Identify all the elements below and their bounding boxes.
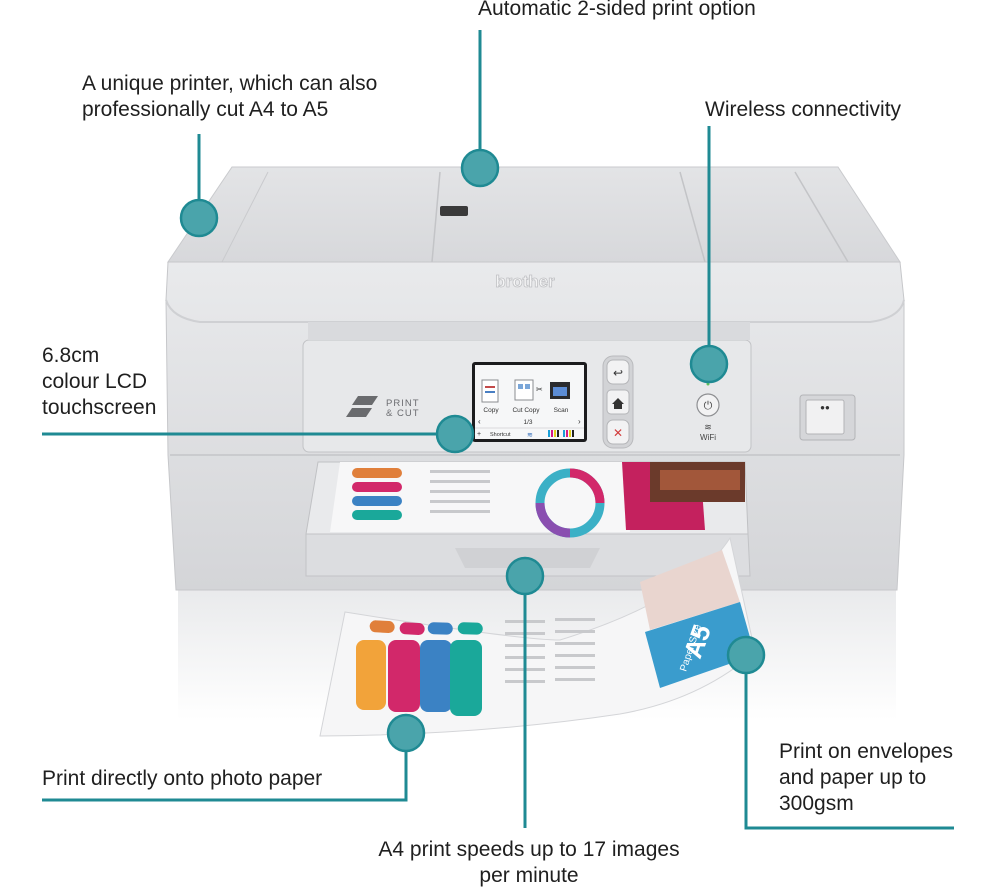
callout-lines bbox=[42, 30, 954, 830]
dot-cutter bbox=[179, 198, 219, 238]
dot-envelopes bbox=[726, 635, 766, 675]
lcd-shortcut[interactable]: Shortcut bbox=[490, 432, 511, 438]
svg-text:& CUT: & CUT bbox=[386, 408, 420, 419]
lcd-touchscreen[interactable]: ✂ Copy Cut Copy Scan ‹ › 1/3 + Shortcut … bbox=[472, 362, 587, 442]
dot-duplex bbox=[460, 148, 500, 188]
lid-latch bbox=[440, 206, 468, 216]
svg-text:PRINT: PRINT bbox=[386, 398, 420, 409]
lcd-app-cut-copy: Cut Copy bbox=[512, 407, 540, 414]
lcd-prev-arrow[interactable]: ‹ bbox=[478, 417, 481, 426]
printer-top-lid bbox=[167, 166, 901, 263]
wifi-label: WiFi bbox=[700, 433, 716, 442]
ink-drop-icon: ●● bbox=[820, 403, 830, 412]
lcd-app-copy: Copy bbox=[483, 407, 499, 414]
printed-document bbox=[330, 462, 745, 538]
callout-duplex: Automatic 2-sided print option bbox=[478, 0, 756, 20]
cancel-icon: ✕ bbox=[613, 426, 623, 440]
dot-speed bbox=[505, 556, 545, 596]
home-button[interactable] bbox=[606, 389, 630, 415]
dot-photo bbox=[386, 713, 426, 753]
callout-speed: A4 print speeds up to 17 images per minu… bbox=[378, 838, 680, 887]
cut-copy-app-icon[interactable] bbox=[514, 379, 534, 401]
lcd-page-indicator: 1/3 bbox=[523, 419, 532, 426]
callout-lcd: 6.8cm colour LCD touchscreen bbox=[42, 344, 157, 419]
lcd-next-arrow[interactable]: › bbox=[578, 417, 581, 426]
svg-text:✂: ✂ bbox=[536, 385, 543, 394]
callout-photo: Print directly onto photo paper bbox=[42, 767, 323, 790]
wifi-icon: ≋ bbox=[704, 422, 712, 432]
power-button[interactable]: ⏻ bbox=[696, 393, 720, 417]
dot-lcd bbox=[435, 414, 475, 454]
print-cut-badge: PRINT & CUT bbox=[346, 396, 420, 419]
curled-paper: A5 Paper Size bbox=[319, 536, 756, 737]
callout-envelopes: Print on envelopes and paper up to 300gs… bbox=[779, 740, 953, 815]
home-icon bbox=[612, 398, 624, 409]
lcd-wifi-icon: ≋ bbox=[527, 432, 533, 439]
callout-dots bbox=[179, 148, 766, 753]
callout-cutter: A unique printer, which can also profess… bbox=[82, 72, 378, 121]
lcd-app-scan: Scan bbox=[554, 407, 569, 414]
lcd-shortcut-plus[interactable]: + bbox=[477, 431, 481, 438]
back-button[interactable]: ↩ bbox=[606, 359, 630, 385]
brand-logo: brother bbox=[495, 272, 555, 291]
back-icon: ↩ bbox=[613, 366, 623, 380]
leader-photo bbox=[42, 733, 408, 802]
cancel-button[interactable]: ✕ bbox=[606, 419, 630, 445]
leader-envelopes bbox=[744, 655, 954, 830]
dot-wireless bbox=[689, 344, 729, 384]
power-icon: ⏻ bbox=[704, 400, 713, 412]
callout-wireless: Wireless connectivity bbox=[705, 98, 902, 121]
